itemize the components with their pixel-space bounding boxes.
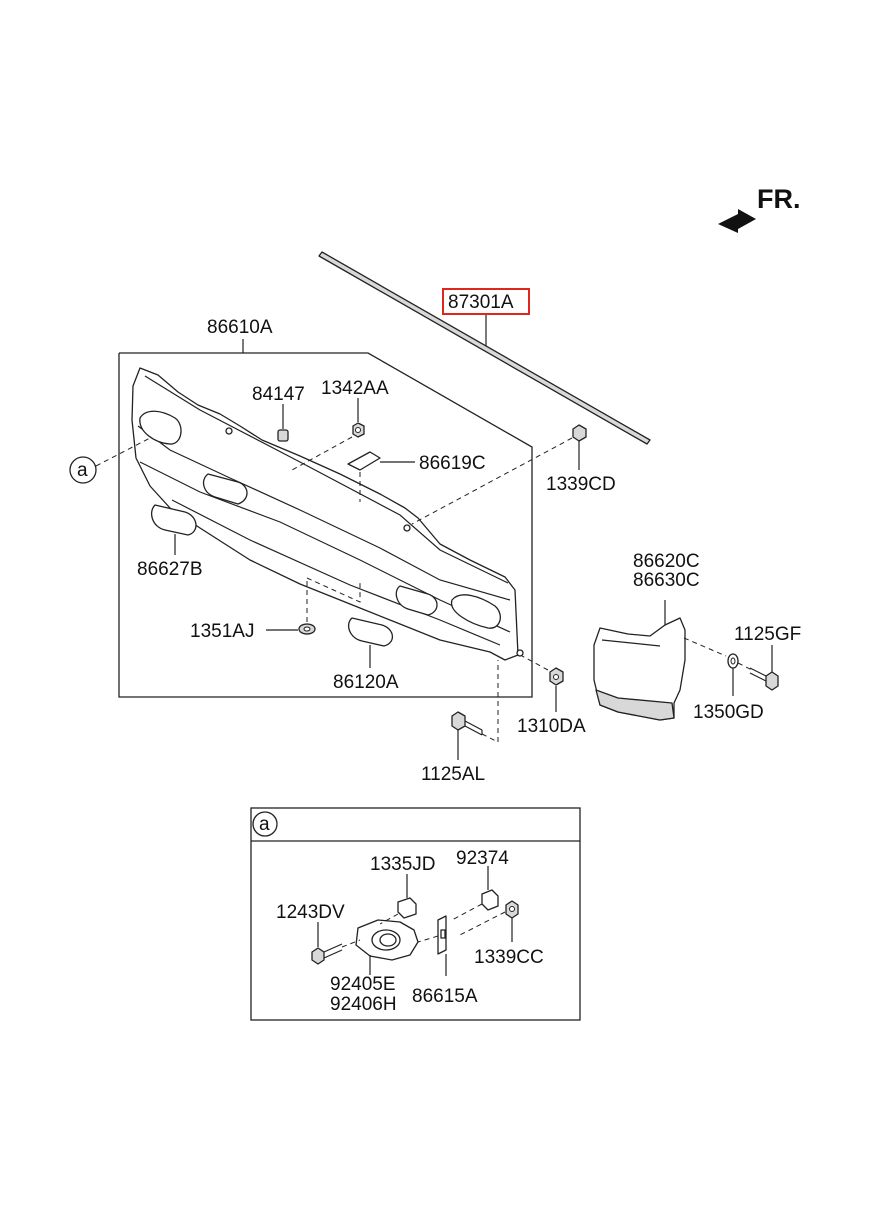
lamp-opening-left bbox=[139, 410, 182, 445]
part-1243DV[interactable]: 1243DV bbox=[276, 902, 361, 965]
part-86620C-86630C[interactable]: 86620C 86630C bbox=[593, 551, 727, 721]
part-86615A[interactable]: 86615A bbox=[412, 915, 478, 1007]
license-lamp[interactable]: 92405E 92406H bbox=[330, 919, 419, 1015]
label-1243DV[interactable]: 1243DV bbox=[276, 902, 345, 923]
label-86627B[interactable]: 86627B bbox=[137, 559, 203, 580]
label-92406H[interactable]: 92406H bbox=[330, 994, 397, 1015]
label-86610A[interactable]: 86610A bbox=[207, 317, 273, 338]
label-1310DA[interactable]: 1310DA bbox=[517, 716, 586, 737]
part-86627B[interactable]: 86627B bbox=[137, 473, 248, 580]
label-1125GF[interactable]: 1125GF bbox=[734, 624, 801, 645]
label-1125AL[interactable]: 1125AL bbox=[421, 764, 485, 785]
detail-title-label: a bbox=[259, 814, 270, 835]
front-label: FR. bbox=[757, 184, 801, 214]
part-1125AL[interactable]: 1125AL bbox=[421, 660, 499, 785]
label-1342AA[interactable]: 1342AA bbox=[321, 378, 389, 399]
label-84147[interactable]: 84147 bbox=[252, 384, 305, 405]
label-1339CC[interactable]: 1339CC bbox=[474, 947, 544, 968]
label-1351AJ[interactable]: 1351AJ bbox=[190, 621, 254, 642]
label-87301A[interactable]: 87301A bbox=[448, 292, 514, 313]
part-1342AA[interactable]: 1342AA bbox=[291, 378, 389, 471]
moulding-strip-87301A[interactable]: 87301A bbox=[318, 251, 651, 445]
part-92374[interactable]: 92374 bbox=[451, 848, 509, 921]
label-86620C[interactable]: 86620C bbox=[633, 551, 700, 572]
highlight-box bbox=[442, 288, 530, 315]
label-86120A[interactable]: 86120A bbox=[333, 672, 399, 693]
part-1125GF[interactable]: 1125GF bbox=[734, 624, 801, 691]
label-1350GD[interactable]: 1350GD bbox=[693, 702, 764, 723]
callout-a[interactable]: a bbox=[69, 437, 151, 484]
part-1310DA[interactable]: 1310DA bbox=[517, 655, 586, 737]
label-92374[interactable]: 92374 bbox=[456, 848, 509, 869]
part-1339CC[interactable]: 1339CC bbox=[457, 900, 544, 968]
part-1335JD[interactable]: 1335JD bbox=[370, 854, 436, 925]
assembly-outline-86610A: 86610A bbox=[118, 317, 533, 698]
lamp-opening-right bbox=[451, 594, 501, 629]
label-92405E[interactable]: 92405E bbox=[330, 974, 396, 995]
garnish-panel[interactable] bbox=[131, 367, 524, 661]
part-84147[interactable]: 84147 bbox=[252, 384, 305, 442]
front-direction-indicator: FR. bbox=[718, 184, 801, 233]
front-arrow-icon bbox=[718, 209, 756, 233]
part-86120A[interactable]: 86120A bbox=[333, 585, 438, 693]
label-1339CD[interactable]: 1339CD bbox=[546, 474, 616, 495]
label-86630C[interactable]: 86630C bbox=[633, 570, 700, 591]
label-1335JD[interactable]: 1335JD bbox=[370, 854, 436, 875]
part-1350GD[interactable]: 1350GD bbox=[693, 653, 764, 723]
part-1339CD[interactable]: 1339CD bbox=[411, 424, 616, 525]
label-86619C[interactable]: 86619C bbox=[419, 453, 486, 474]
part-86619C[interactable]: 86619C bbox=[347, 451, 486, 502]
detail-view-a: a 92405E 92406H 1243DV 1335JD bbox=[250, 807, 581, 1021]
moulding-strip-shape bbox=[318, 251, 651, 445]
part-1351AJ[interactable]: 1351AJ bbox=[190, 577, 361, 642]
callout-a-label: a bbox=[77, 460, 88, 481]
label-86615A[interactable]: 86615A bbox=[412, 986, 478, 1007]
